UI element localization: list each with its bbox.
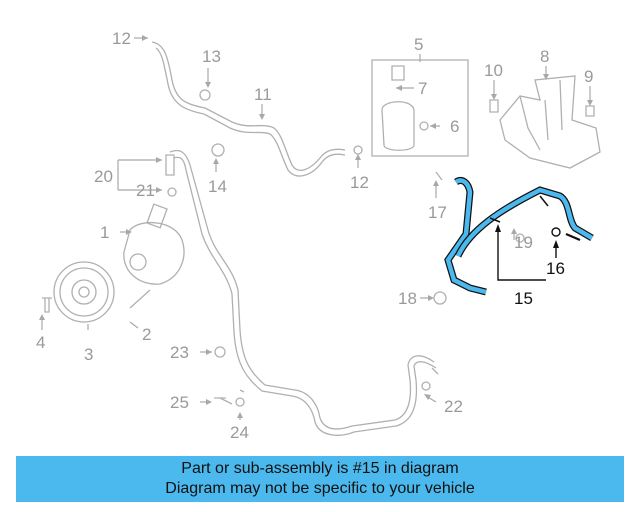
leader-arrowheads [39,35,593,418]
bracket [499,75,601,169]
info-banner: Part or sub-assembly is #15 in diagram D… [16,456,624,502]
callout-12-right: 12 [350,173,369,192]
power-steering-pump [123,203,185,285]
callout-15: 15 [514,289,533,308]
callout-5: 5 [414,35,423,54]
callout-18: 18 [398,289,417,308]
callout-7: 7 [418,79,427,98]
callout-21: 21 [136,181,155,200]
banner-line-2: Diagram may not be specific to your vehi… [165,480,475,497]
callout-13: 13 [202,47,221,66]
callout-23: 23 [170,343,189,362]
callout-6: 6 [450,117,459,136]
pulley [53,261,115,323]
callout-25: 25 [170,393,189,412]
callout-2: 2 [142,325,151,344]
callout-22: 22 [444,397,463,416]
callout-16: 16 [546,259,565,278]
callout-8: 8 [540,47,549,66]
leader-lines [41,37,591,420]
parts-diagram: 12 13 11 5 7 6 8 10 9 20 21 14 12 17 1 1… [36,29,601,442]
callout-12-top: 12 [112,29,131,48]
callout-9: 9 [584,67,593,86]
callout-3: 3 [84,345,93,364]
callout-10: 10 [484,61,503,80]
callout-19: 19 [514,233,533,252]
callout-1: 1 [100,223,109,242]
banner-line-1: Part or sub-assembly is #15 in diagram [181,460,459,477]
callout-20: 20 [94,167,113,186]
callout-11: 11 [254,85,272,104]
callout-24: 24 [230,423,249,442]
callout-17: 17 [428,203,447,222]
reservoir-box [371,59,469,157]
callout-4: 4 [36,333,45,352]
callout-14: 14 [208,177,227,196]
pressure-line-long [169,149,437,436]
hose-assembly-15 [444,177,594,296]
fasteners [42,89,595,407]
callout-labels: 12 13 11 5 7 6 8 10 9 20 21 14 12 17 1 1… [36,29,593,442]
return-line-upper [151,41,346,177]
